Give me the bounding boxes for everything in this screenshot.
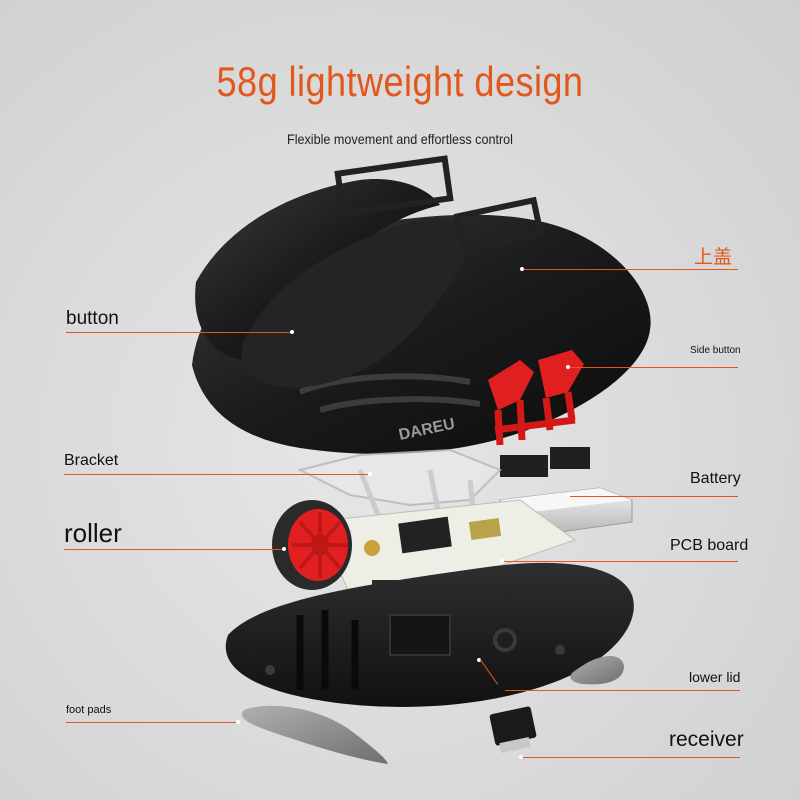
callout-dot xyxy=(566,494,570,498)
label-battery: Battery xyxy=(690,470,741,487)
label-foot-pads: foot pads xyxy=(66,704,112,716)
roller-part xyxy=(272,500,352,590)
label-bracket: Bracket xyxy=(64,452,119,469)
label-roller: roller xyxy=(64,518,122,548)
receiver-part xyxy=(489,706,537,754)
callout-dot xyxy=(520,267,524,271)
label-receiver: receiver xyxy=(669,728,744,751)
foot-pad xyxy=(570,655,624,685)
callout-line xyxy=(523,757,740,758)
switch-block xyxy=(550,447,590,469)
button-plate xyxy=(195,155,545,388)
label-side-button: Side button xyxy=(690,345,741,356)
page-headline: 58g lightweight design xyxy=(216,58,584,105)
foot-pad xyxy=(241,705,388,764)
callout-dot xyxy=(368,472,372,476)
callout-dot xyxy=(500,559,504,563)
label-button: button xyxy=(66,308,119,329)
callout-dot xyxy=(290,330,294,334)
lower-lid-part xyxy=(225,562,634,707)
callout-line xyxy=(66,332,290,333)
switch-block xyxy=(500,455,548,477)
label-pcb-board: PCB board xyxy=(670,537,749,554)
callout-line xyxy=(504,561,738,562)
side-button-part xyxy=(488,350,584,446)
callout-dot xyxy=(282,547,286,551)
callout-dot xyxy=(519,755,523,759)
page-subheadline: Flexible movement and effortless control xyxy=(287,131,513,147)
label-lower-lid: lower lid xyxy=(689,669,741,685)
label-top-cover: 上盖 xyxy=(694,247,733,268)
callout-line xyxy=(570,367,738,368)
callout-dot xyxy=(477,658,481,662)
callout-line xyxy=(64,474,368,475)
callout-line xyxy=(505,690,740,691)
callout-line xyxy=(524,269,738,270)
callout-dot xyxy=(236,720,240,724)
callout-line xyxy=(64,549,282,550)
callout-line xyxy=(570,496,738,497)
callout-dot xyxy=(566,365,570,369)
callout-line xyxy=(66,722,236,723)
